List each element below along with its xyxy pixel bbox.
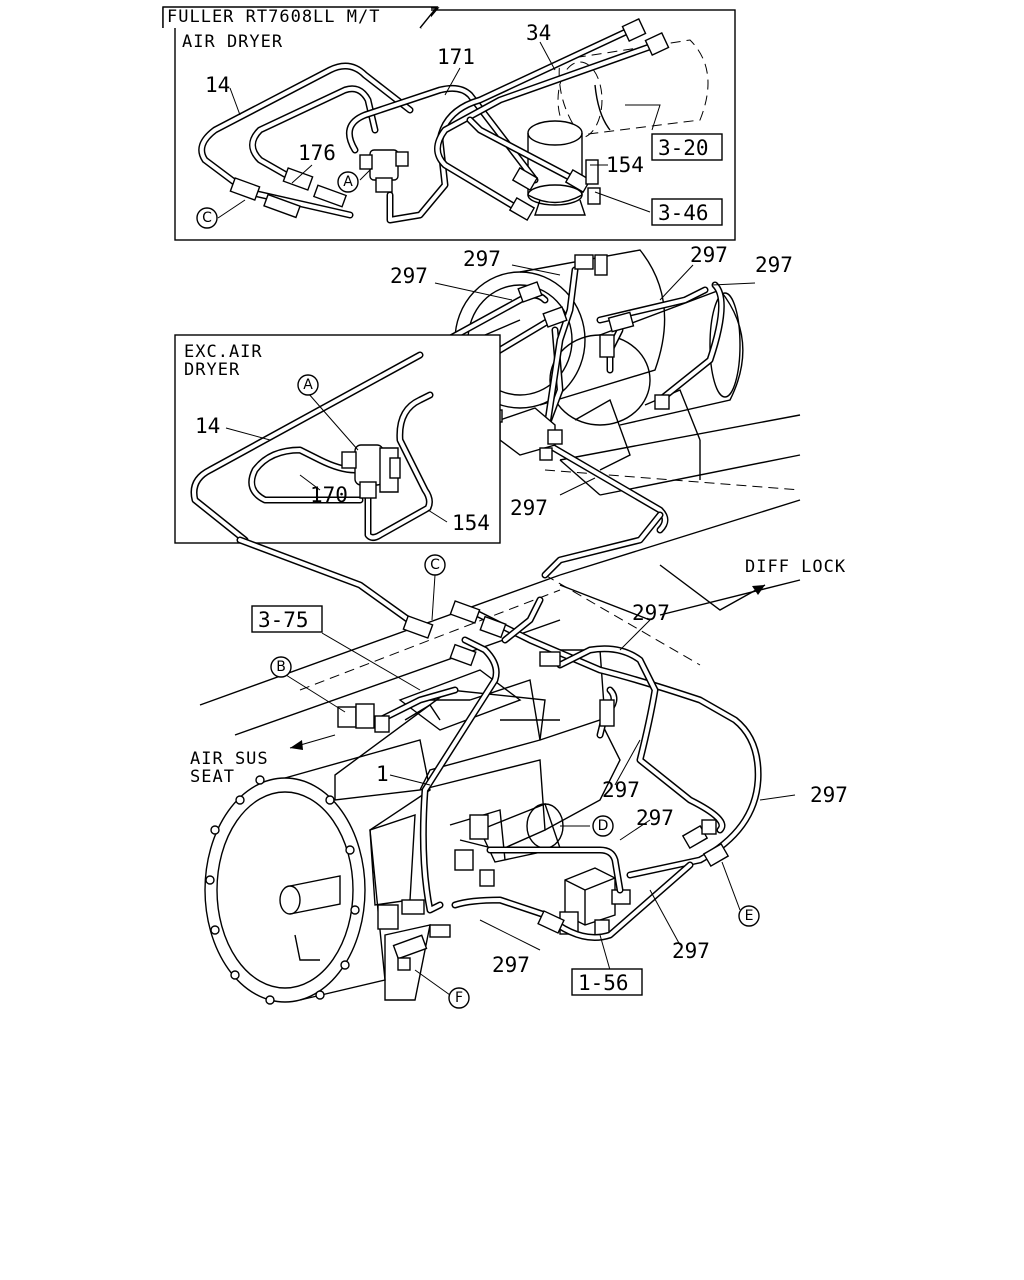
callout-f: F xyxy=(448,987,470,1009)
label-part-297-b: 297 xyxy=(602,778,640,802)
callout-e: E xyxy=(738,905,760,927)
label-part-297-tank-a: 297 xyxy=(390,264,428,288)
label-part-154: 154 xyxy=(606,153,644,177)
exc-air-dryer-heading-2: DRYER xyxy=(184,360,240,380)
label-part-297-a: 297 xyxy=(632,601,670,625)
label-part-1: 1 xyxy=(376,762,389,786)
label-part-297-e: 297 xyxy=(672,939,710,963)
callout-a-exc: A xyxy=(297,374,319,396)
label-part-34: 34 xyxy=(526,21,551,45)
label-part-297-d: 297 xyxy=(810,783,848,807)
label-part-14-exc: 14 xyxy=(195,414,220,438)
diff-lock-label: DIFF LOCK xyxy=(745,557,846,577)
callout-c-main-letter: C xyxy=(430,557,440,573)
callout-c-letter: C xyxy=(202,210,212,226)
ref-3-75-text: 3-75 xyxy=(258,608,309,632)
label-part-297-f: 297 xyxy=(492,953,530,977)
label-part-297-tank-e: 297 xyxy=(510,496,548,520)
inset-exc-air-dryer: EXC.AIR DRYER A 14 170 154 xyxy=(174,334,501,544)
label-part-297-c: 297 xyxy=(636,806,674,830)
ref-3-20-text: 3-20 xyxy=(658,136,709,160)
label-part-297-tank-b: 297 xyxy=(463,247,501,271)
label-part-297-tank-c: 297 xyxy=(690,243,728,267)
ref-box-3-20: 3-20 xyxy=(651,133,723,161)
callout-d-letter: D xyxy=(598,818,609,834)
label-part-170: 170 xyxy=(310,483,348,507)
exc-air-dryer-heading-1: EXC.AIR xyxy=(184,342,263,362)
air-sus-label-2: SEAT xyxy=(190,767,235,787)
callout-c-main: C xyxy=(424,554,446,576)
ref-box-3-75: 3-75 xyxy=(251,605,323,633)
ref-box-1-56: 1-56 xyxy=(571,968,643,996)
label-part-14: 14 xyxy=(205,73,230,97)
callout-a-exc-letter: A xyxy=(303,377,313,393)
callout-a-letter: A xyxy=(343,174,353,190)
ref-3-46-text: 3-46 xyxy=(658,201,709,225)
transmission: C 3-75 B DIFF LOCK AIR SUS SEAT 1 297 29… xyxy=(190,499,848,1009)
label-part-297-tank-d: 297 xyxy=(755,253,793,277)
callout-f-letter: F xyxy=(455,990,463,1006)
callout-b: B xyxy=(270,656,292,678)
label-part-171: 171 xyxy=(437,45,475,69)
callout-c: C xyxy=(196,207,218,229)
diagram-title: FULLER RT7608LL M/T xyxy=(167,7,380,27)
callout-a: A xyxy=(337,171,359,193)
air-dryer-heading: AIR DRYER xyxy=(182,32,283,52)
air-sus-label-1: AIR SUS xyxy=(190,749,269,769)
ref-1-56-text: 1-56 xyxy=(578,971,629,995)
callout-d: D xyxy=(592,815,614,837)
callout-b-letter: B xyxy=(276,659,286,675)
label-part-176: 176 xyxy=(298,141,336,165)
label-part-154-exc: 154 xyxy=(452,511,490,535)
callout-e-letter: E xyxy=(745,908,754,924)
ref-box-3-46: 3-46 xyxy=(651,198,723,226)
inset-air-dryer: FULLER RT7608LL M/T AIR DRYER xyxy=(162,6,736,241)
